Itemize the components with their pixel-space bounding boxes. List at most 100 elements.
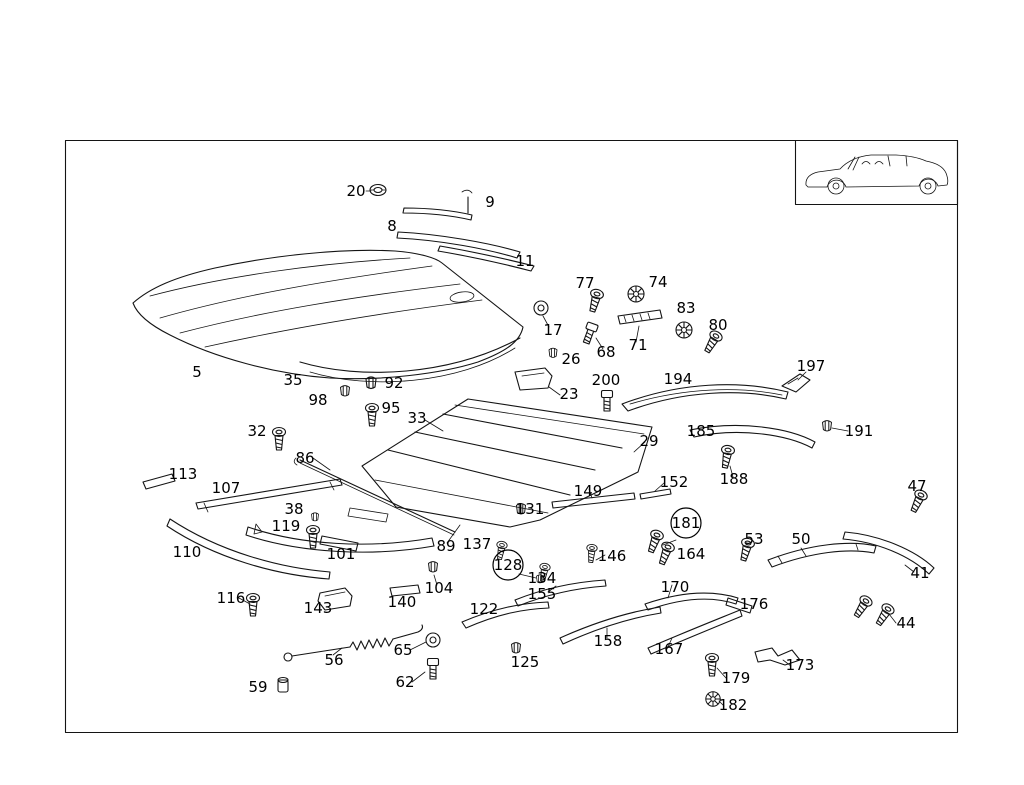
- part-label-32: 32: [247, 422, 266, 440]
- part-label-128: 128: [494, 556, 523, 574]
- bracket-143: [317, 587, 353, 611]
- diagram-border: [64, 139, 959, 734]
- strip-170: [644, 592, 739, 611]
- washer-83-icon: [675, 321, 693, 339]
- part-label-116: 116: [217, 589, 246, 607]
- part-label-143: 143: [304, 599, 333, 617]
- part-label-80: 80: [708, 316, 727, 334]
- strip-155: [514, 579, 607, 607]
- cable-56: [283, 624, 424, 662]
- part-label-188: 188: [720, 470, 749, 488]
- car-thumbnail-box: [794, 139, 959, 206]
- part-label-119: 119: [272, 517, 301, 535]
- rail-110: [166, 518, 331, 580]
- bolt-62-icon: [426, 657, 440, 680]
- part-label-191: 191: [845, 422, 874, 440]
- folding-top-frame: [361, 398, 653, 544]
- part-label-158: 158: [594, 632, 623, 650]
- clip-98-icon: [340, 385, 350, 397]
- rear-rail-194: [621, 384, 789, 412]
- clip-125-icon: [511, 642, 521, 654]
- circled-label-ring-181: [670, 507, 702, 539]
- part-label-86: 86: [295, 449, 314, 467]
- part-label-113: 113: [169, 465, 198, 483]
- screw-179-icon: [704, 652, 720, 677]
- part-label-8: 8: [387, 217, 397, 235]
- soft-top-cover: [132, 249, 524, 380]
- part-label-59: 59: [248, 678, 267, 696]
- part-label-152: 152: [660, 473, 689, 491]
- part-label-33: 33: [407, 409, 426, 427]
- seal-strip-9: [402, 189, 473, 221]
- part-label-173: 173: [786, 656, 815, 674]
- part-label-137: 137: [463, 535, 492, 553]
- seal-strip-11: [437, 245, 535, 272]
- part-label-50: 50: [791, 530, 810, 548]
- part-label-155: 155: [528, 585, 557, 603]
- part-label-98: 98: [308, 391, 327, 409]
- part-label-5: 5: [192, 363, 202, 381]
- part-label-101: 101: [327, 545, 356, 563]
- washer-65-icon: [425, 632, 441, 648]
- part-label-29: 29: [639, 432, 658, 450]
- part-label-47: 47: [907, 477, 926, 495]
- plug-59: [277, 676, 289, 693]
- screw-44a-icon: [850, 593, 875, 621]
- screw-116-icon: [245, 592, 261, 617]
- part-label-176: 176: [740, 595, 769, 613]
- strip-149: [551, 492, 636, 509]
- strip-152: [639, 488, 672, 500]
- part-label-44: 44: [896, 614, 915, 632]
- part-label-104: 104: [425, 579, 454, 597]
- part-label-167: 167: [655, 640, 684, 658]
- part-label-131: 131: [516, 500, 545, 518]
- strip-140: [389, 584, 421, 597]
- part-label-62: 62: [395, 673, 414, 691]
- clip-26-icon: [548, 347, 558, 358]
- part-label-65: 65: [393, 641, 412, 659]
- rail-41: [842, 531, 935, 575]
- nut-17-icon: [533, 300, 549, 316]
- screw-95-icon: [364, 402, 380, 427]
- part-label-17: 17: [543, 321, 562, 339]
- strip-173: [754, 647, 801, 666]
- tension-rod-86: [293, 457, 456, 536]
- strip-167: [647, 609, 743, 655]
- part-label-95: 95: [381, 399, 400, 417]
- part-label-23: 23: [559, 385, 578, 403]
- part-label-92: 92: [384, 374, 403, 392]
- strip-158: [559, 606, 662, 645]
- part-label-185: 185: [687, 422, 716, 440]
- part-label-89: 89: [436, 537, 455, 555]
- part-label-194: 194: [664, 370, 693, 388]
- part-label-110: 110: [173, 543, 202, 561]
- clip-38-icon: [311, 512, 319, 522]
- part-label-122: 122: [470, 600, 499, 618]
- strip-176: [725, 597, 753, 614]
- part-label-77: 77: [575, 274, 594, 292]
- part-label-9: 9: [485, 193, 495, 211]
- part-label-146: 146: [598, 547, 627, 565]
- part-label-125: 125: [511, 653, 540, 671]
- clip-191-icon: [822, 420, 832, 432]
- clip-104-icon: [428, 561, 438, 573]
- plate-71: [617, 309, 663, 325]
- bracket-23: [514, 367, 553, 391]
- part-label-170: 170: [661, 578, 690, 596]
- screw-188-icon: [717, 443, 736, 470]
- part-label-179: 179: [722, 669, 751, 687]
- part-label-182: 182: [719, 696, 748, 714]
- screw-32-icon: [271, 426, 287, 451]
- part-label-53: 53: [744, 530, 763, 548]
- front-bow-rail: [245, 507, 435, 553]
- rear-rail-185: [689, 425, 816, 449]
- circled-label-ring-128: [492, 549, 524, 581]
- part-label-197: 197: [797, 357, 826, 375]
- part-label-68: 68: [596, 343, 615, 361]
- rear-bow-layer: [299, 337, 521, 383]
- leader-lines: [238, 190, 915, 707]
- part-label-38: 38: [284, 500, 303, 518]
- part-label-20: 20: [346, 182, 365, 200]
